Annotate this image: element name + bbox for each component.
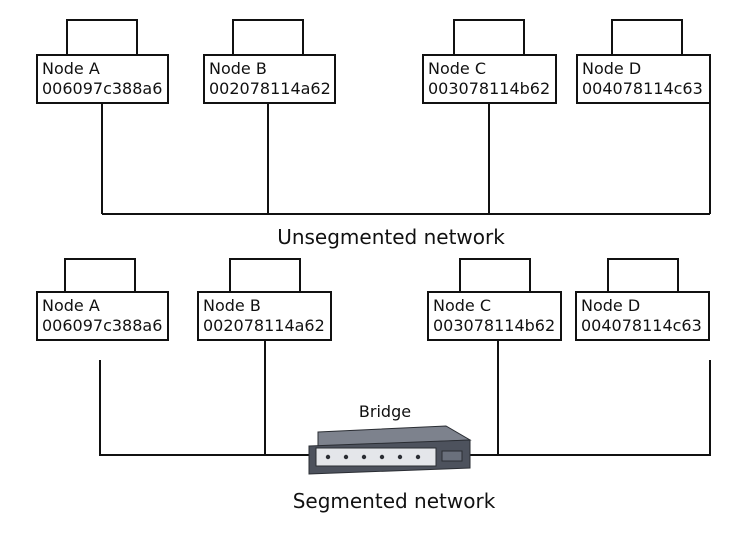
node-box [203,54,336,104]
monitor-icon [611,19,683,56]
unsegmented-caption: Unsegmented network [277,225,505,249]
node-mac: 004078114c63 [582,79,703,98]
unsegmented-node-a: Node A 006097c388a6 [36,19,169,214]
node-box [422,54,557,104]
node-box [36,291,169,341]
unsegmented-node-b: Node B 002078114a62 [203,19,336,214]
monitor-icon [229,258,301,293]
unsegmented-network: Node A 006097c388a6 Node B 002078114a62 … [36,19,711,249]
node-mac: 006097c388a6 [42,79,162,98]
monitor-icon [232,19,304,56]
monitor-icon [459,258,531,293]
segmented-network: Node A 006097c388a6 Node B 002078114a62 … [36,258,711,513]
node-mac: 003078114b62 [433,316,555,335]
monitor-icon [66,19,138,56]
node-name: Node A [42,296,100,315]
node-name: Node A [42,59,100,78]
segmented-node-c: Node C 003078114b62 [427,258,562,341]
node-mac: 006097c388a6 [42,316,162,335]
monitor-icon [607,258,679,293]
node-name: Node D [581,296,640,315]
node-box [197,291,332,341]
unsegmented-node-c: Node C 003078114b62 [422,19,557,214]
unsegmented-node-d: Node D 004078114c63 [576,19,711,214]
node-name: Node B [209,59,267,78]
segmented-caption: Segmented network [293,489,496,513]
node-mac: 002078114a62 [209,79,331,98]
node-name: Node C [433,296,491,315]
monitor-icon [453,19,525,56]
monitor-icon [64,258,136,293]
node-mac: 002078114a62 [203,316,325,335]
segmented-node-b: Node B 002078114a62 [197,258,332,341]
node-mac: 004078114c63 [581,316,702,335]
bridge-device-icon [308,425,472,475]
left-segment-wire [99,360,310,456]
node-box [575,291,710,341]
node-mac: 003078114b62 [428,79,550,98]
node-name: Node B [203,296,261,315]
right-segment-wire [458,360,711,456]
segmented-node-a: Node A 006097c388a6 [36,258,169,341]
node-box [576,54,711,104]
node-box [427,291,562,341]
bridge: Bridge [308,402,472,475]
bridge-label: Bridge [359,402,411,421]
segmented-node-d: Node D 004078114c63 [575,258,710,341]
node-name: Node D [582,59,641,78]
node-name: Node C [428,59,486,78]
